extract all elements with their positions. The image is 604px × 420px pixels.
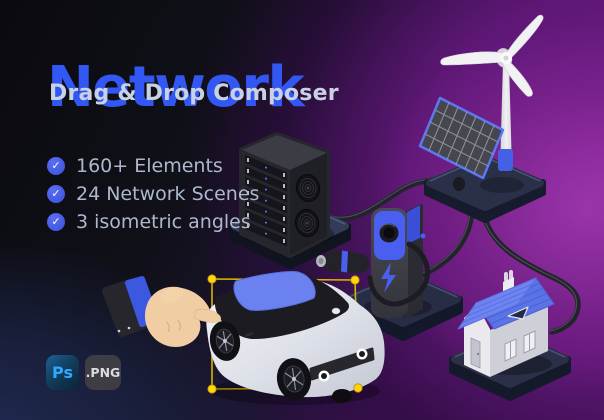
png-badge: .PNG [85, 355, 121, 390]
feature-item: ✓ 160+ Elements [47, 155, 259, 177]
check-icon: ✓ [47, 185, 65, 203]
wind-turbine [440, 14, 544, 193]
solar-cell-grid [424, 102, 499, 174]
headlights [318, 348, 368, 382]
charging-plug [316, 250, 370, 274]
electric-car [206, 271, 385, 405]
house-windows [504, 330, 536, 362]
check-icon: ✓ [47, 157, 65, 175]
roof-vent [507, 306, 529, 320]
rear-wheel [209, 321, 241, 361]
feature-list: ✓ 160+ Elements ✓ 24 Network Scenes ✓ 3 … [47, 155, 260, 241]
solar-panel [418, 96, 505, 191]
front-wheel [276, 358, 312, 400]
door-handle [245, 332, 253, 337]
feature-item: ✓ 24 Network Scenes [47, 183, 260, 205]
smart-house [457, 270, 555, 377]
feature-item: ✓ 3 isometric angles [47, 211, 259, 233]
side-mirror [331, 307, 341, 315]
photoshop-badge-icon: Ps [46, 355, 79, 390]
feature-label: 3 isometric angles [76, 211, 251, 233]
page-title: Network [47, 54, 305, 120]
ev-charging-station [316, 204, 432, 318]
page-subtitle: Drag & Drop Composer [49, 81, 339, 106]
pointer-hand [102, 276, 222, 347]
charging-cable [367, 241, 430, 307]
format-badges: Ps .PNG [46, 355, 121, 390]
index-finger [193, 308, 222, 323]
cooling-fans [294, 174, 321, 237]
feature-label: 160+ Elements [76, 155, 223, 177]
server-rack [239, 132, 334, 258]
house-door [470, 337, 481, 369]
car-roof [233, 271, 316, 311]
selection-handles [207, 274, 363, 394]
house-roof [457, 277, 555, 330]
lightning-bolt-icon [381, 262, 396, 293]
feature-label: 24 Network Scenes [76, 183, 260, 205]
check-icon: ✓ [47, 213, 65, 231]
server-units [245, 155, 287, 247]
turbine-blades [440, 14, 544, 97]
